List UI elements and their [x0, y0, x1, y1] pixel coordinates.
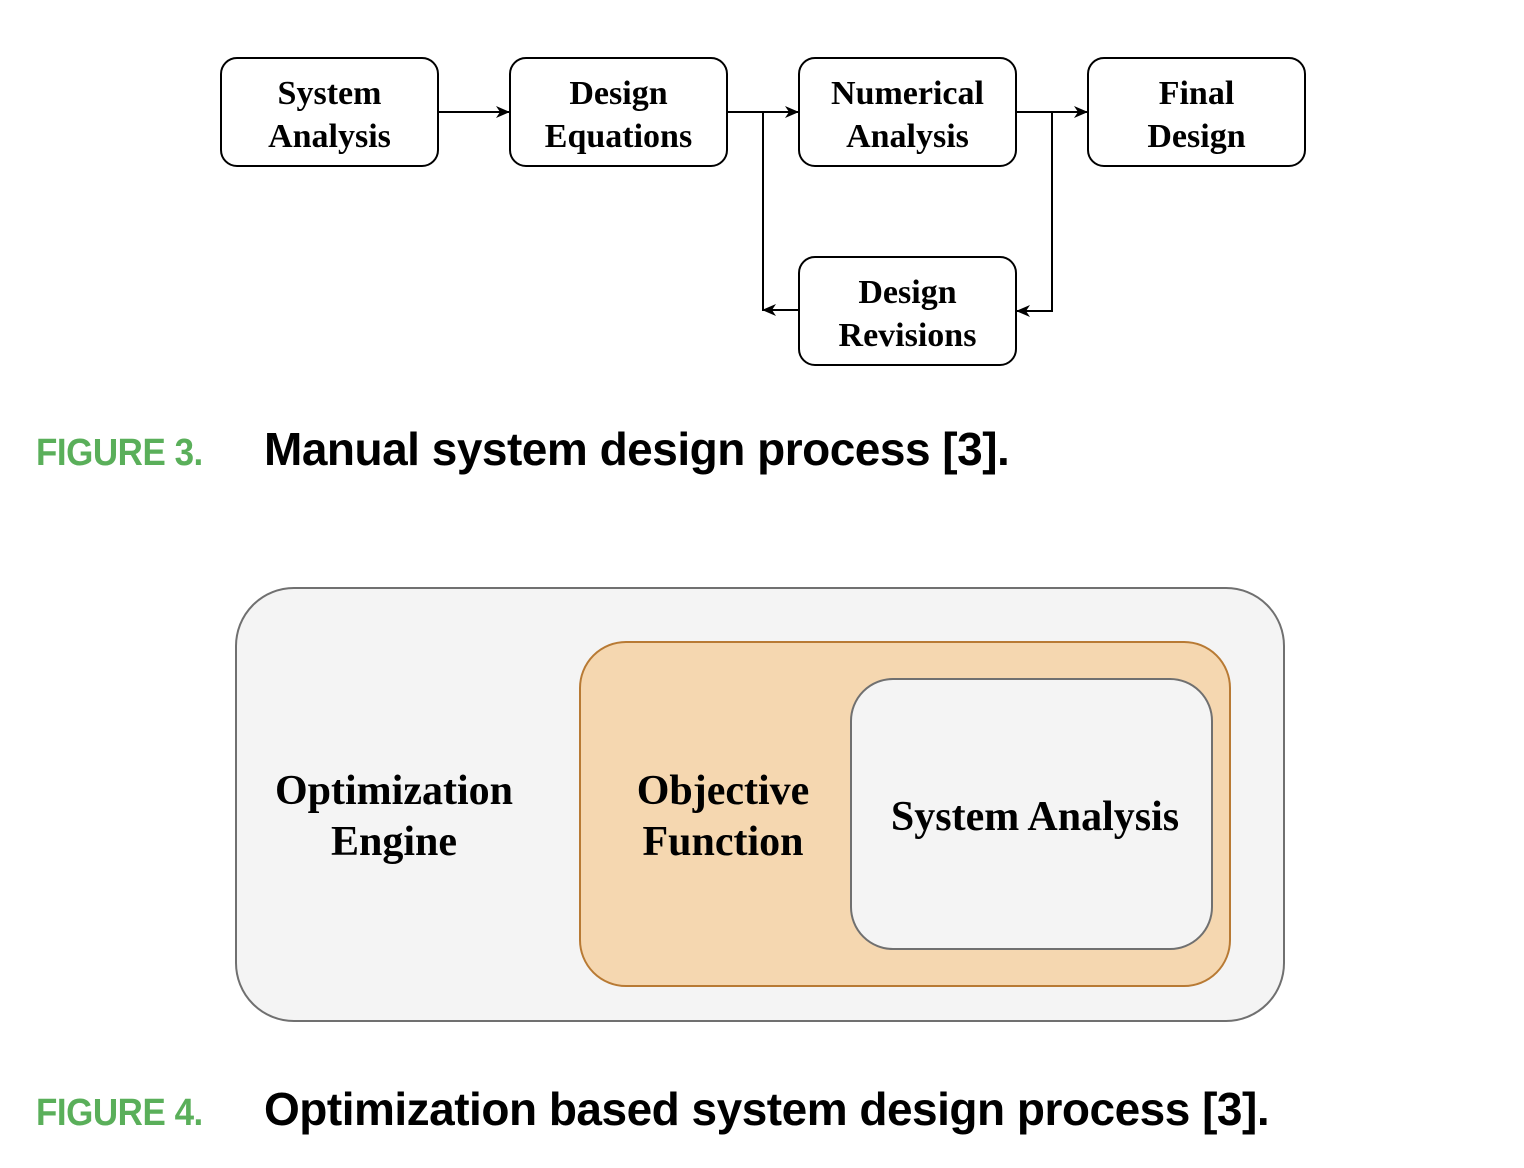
node-label-line: Design	[1147, 118, 1245, 155]
node-label-line: Equations	[545, 118, 692, 155]
box-label-line: Engine	[331, 819, 457, 865]
box-label: System Analysis	[891, 794, 1179, 840]
box-label-line: Optimization	[275, 768, 513, 814]
node-label-line: System	[278, 75, 382, 112]
node-label-line: Analysis	[268, 118, 391, 155]
edge-design-revisions-to-numerical-analysis	[762, 112, 798, 311]
node-final-design: Final Design	[1087, 57, 1306, 167]
figure-title: Manual system design process [3].	[264, 423, 1010, 475]
edge-numerical-analysis-to-design-revisions	[1016, 112, 1053, 317]
figure-label: FIGURE 3.	[36, 432, 203, 474]
node-design-equations: Design Equations	[509, 57, 728, 167]
figure-3-caption: FIGURE 3. Manual system design process [3…	[36, 422, 1010, 476]
node-label-line: Design	[858, 274, 956, 311]
figure-3: System Analysis Design Equations Numeric…	[220, 57, 1306, 366]
node-label-line: Numerical	[831, 75, 984, 112]
figure-4: Optimization Engine Objective Function S…	[235, 587, 1285, 1022]
figure-label: FIGURE 4.	[36, 1092, 203, 1134]
node-label-line: Revisions	[839, 317, 977, 354]
box-label-line: Objective	[637, 768, 810, 814]
figure-4-caption: FIGURE 4. Optimization based system desig…	[36, 1082, 1270, 1136]
node-numerical-analysis: Numerical Analysis	[798, 57, 1017, 167]
node-label-line: Final	[1159, 75, 1235, 112]
node-label-line: Design	[569, 75, 667, 112]
node-design-revisions: Design Revisions	[798, 256, 1017, 366]
box-label-line: Function	[642, 819, 803, 865]
node-label-line: Analysis	[846, 118, 969, 155]
figure-title: Optimization based system design process…	[264, 1083, 1270, 1135]
node-system-analysis: System Analysis	[220, 57, 439, 167]
box-system-analysis: System Analysis	[850, 678, 1213, 950]
